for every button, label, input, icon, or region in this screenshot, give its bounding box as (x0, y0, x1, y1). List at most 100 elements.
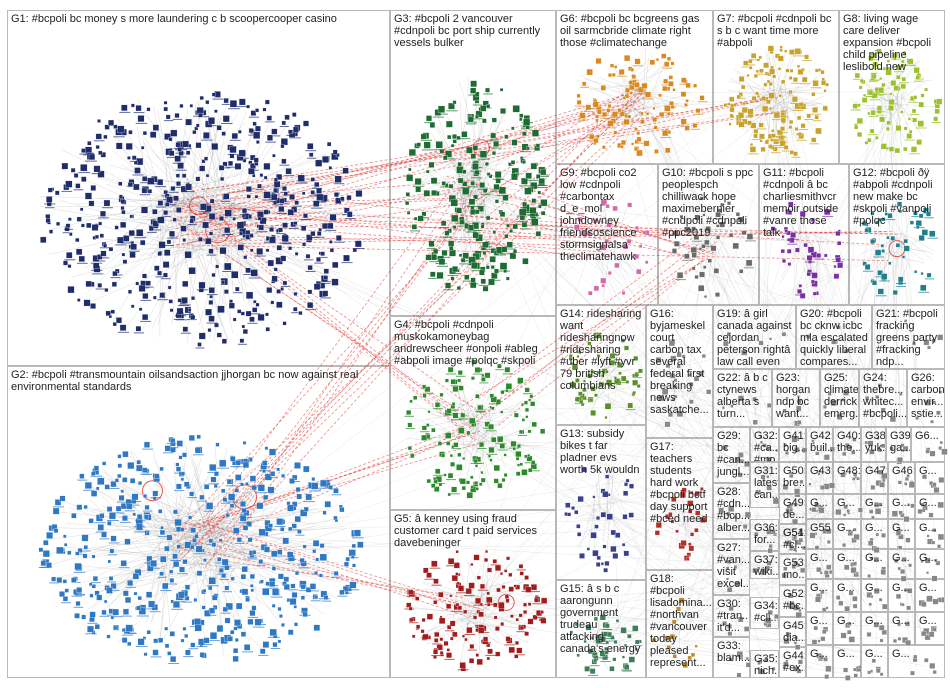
group-panel-g49: G49: de... (779, 494, 806, 524)
group-label: G26: carbon envir... sstie... (911, 372, 945, 420)
group-label: G23: horgan ndp bc want... (776, 372, 814, 420)
group-panel-g38: G38: yuk... (861, 427, 886, 462)
group-panel-g71: G... (915, 549, 945, 579)
group-label: G8: living wage care deliver expansion #… (843, 13, 935, 73)
group-panel-g56: G6... (911, 427, 945, 462)
group-panel-g36: G36: for... (750, 519, 779, 551)
group-label: G37: wiki... (754, 554, 779, 578)
group-label: G... (892, 648, 910, 660)
group-panel-g6: G6: #bcpoli bc bcgreens gas oil sarmcbri… (556, 10, 713, 164)
group-panel-g2: G2: #bcpoli #transmountain oilsandsactio… (7, 366, 390, 678)
group-panel-g55: G55 (806, 519, 833, 549)
group-panel-g1: G1: #bcpoli bc money s more laundering c… (7, 10, 390, 366)
group-panel-g65: G... (888, 519, 915, 549)
group-panel-g84: G... (833, 645, 861, 678)
group-label: G27: #van... visit excel... (717, 542, 750, 590)
group-panel-g4: G4: #bcpoli #cdnpoli muskokamoneybag and… (390, 316, 556, 510)
group-panel-g9: G9: #bcpoli co2 low #cdnpoli #carbontax … (556, 164, 658, 305)
group-panel-g73: G... (806, 579, 833, 612)
group-label: G41: big... (783, 430, 806, 454)
group-panel-g41: G41: big... (779, 427, 806, 462)
group-panel-g23: G23: horgan ndp bc want... (772, 369, 820, 427)
group-panel-g28: G28: #cdn... #bcp... alber... (713, 483, 750, 539)
group-label: G55 (810, 522, 831, 534)
group-label: G... (865, 615, 883, 627)
group-panel-g59: G... (833, 494, 861, 519)
group-panel-g29: G29: bc #can... jungl... (713, 427, 750, 483)
group-panel-g45: G45: dia... (779, 617, 806, 647)
group-label: G... (837, 522, 855, 534)
group-label: G... (810, 582, 828, 594)
group-panel-g26: G26: carbon envir... sstie... (907, 369, 945, 427)
group-panel-g11: G11: #bcpoli #cdnpoli â bc charliesmithv… (759, 164, 849, 305)
group-panel-g83: G... (806, 645, 833, 678)
group-panel-g39: G39: ga... (886, 427, 911, 462)
group-panel-g21: G21: #bcpoli fracking greens party #frac… (872, 305, 945, 369)
group-panel-g67: G... (806, 549, 833, 579)
group-label: G12: #bcpoli ðÿ #abpoli #cdnpoli new mak… (853, 167, 936, 227)
group-panel-g76: G... (888, 579, 915, 612)
group-panel-g52: G52: #bc... (779, 585, 806, 617)
group-label: G... (837, 497, 855, 509)
group-label: G52: #bc... (783, 588, 806, 612)
group-panel-g8: G8: living wage care deliver expansion #… (839, 10, 945, 164)
group-panel-g63: G... (833, 519, 861, 549)
group-label: G... (865, 582, 883, 594)
group-panel-g81: G... (888, 612, 915, 645)
group-label: G... (810, 648, 828, 660)
group-panel-g44: G44: #ex... (779, 647, 806, 678)
group-panel-g24: G24: thebre... whitec... #bcpoli... (859, 369, 907, 427)
group-panel-g19: G19: â girl canada against cejordan pete… (713, 305, 796, 369)
group-panel-g64: G... (861, 519, 888, 549)
group-label: G50: bre... (783, 465, 806, 489)
group-panel-g70: G... (888, 549, 915, 579)
group-panel-g40: G40: the... (833, 427, 861, 462)
group-label: G9: #bcpoli co2 low #cdnpoli #carbontax … (560, 167, 640, 263)
group-panel-g53: G53: mo... (779, 554, 806, 585)
group-label: G... (837, 582, 855, 594)
group-panel-g10: G10: #bcpoli s ppc peoplespch chilliwack… (658, 164, 759, 305)
group-panel-g32: G32: #ca... #mo... (750, 427, 779, 462)
group-panel-g27: G27: #van... visit excel... (713, 539, 750, 595)
group-panel-g86: G... (888, 645, 945, 678)
group-label: G... (892, 497, 910, 509)
group-panel-g80: G... (861, 612, 888, 645)
group-label: G47: (865, 465, 888, 477)
group-panel-g22: G22: â b c ctynews alberta s turn... (713, 369, 772, 427)
group-label: G17: teachers students hard work #bcpoli… (650, 441, 711, 525)
group-panel-g3: G3: #bcpoli 2 vancouver #cdnpoli bc port… (390, 10, 556, 316)
group-label: G24: thebre... whitec... #bcpoli... (863, 372, 907, 420)
group-label: G20: #bcpoli bc cknw icbc mla escalated … (800, 308, 871, 368)
group-label: G39: ga... (890, 430, 911, 454)
group-label: G42: buil... (810, 430, 833, 454)
group-label: G48: (837, 465, 861, 477)
group-panel-g47: G47: (861, 462, 888, 494)
group-label: G13: subsidy bikes t far pladner evs wor… (560, 428, 640, 476)
group-panel-g46: G46: (888, 462, 915, 494)
group-label: G... (919, 552, 937, 564)
group-label: G10: #bcpoli s ppc peoplespch chilliwack… (662, 167, 757, 239)
group-panel-g33: G33: blam... (713, 637, 750, 678)
group-panel-g34: G34: #cli... (750, 597, 779, 629)
group-panel-g74: G... (833, 579, 861, 612)
group-panel-g79: G... (833, 612, 861, 645)
group-label: G... (919, 615, 937, 627)
group-label: G... (865, 522, 883, 534)
group-label: G... (837, 648, 855, 660)
group-panel-g50: G50: bre... (779, 462, 806, 494)
group-panel-g85: G... (861, 645, 888, 678)
group-panel-g16: G16: byjameskel court carbon tax several… (646, 305, 713, 438)
group-panel-g62: G... (915, 494, 945, 519)
group-panel-g30: G30: #tran... it'd... (713, 595, 750, 637)
group-label: G6... (915, 430, 939, 442)
group-label: G... (919, 522, 937, 534)
group-label: G14: ridesharing want ridesharingnow #ri… (560, 308, 645, 392)
group-label: G34: #cli... (754, 600, 779, 624)
group-panel-g69: G... (861, 549, 888, 579)
group-panel-g13: G13: subsidy bikes t far pladner evs wor… (556, 425, 646, 580)
group-label: G33: blam... (717, 640, 750, 664)
group-panel-g48: G48: (833, 462, 861, 494)
group-label: G... (865, 648, 883, 660)
group-label: G3: #bcpoli 2 vancouver #cdnpoli bc port… (394, 13, 544, 49)
group-panel-g75: G... (861, 579, 888, 612)
